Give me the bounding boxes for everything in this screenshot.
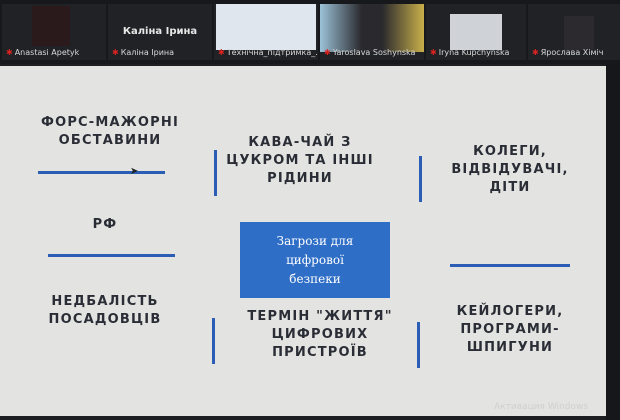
divider xyxy=(419,156,422,202)
threat-liquids: КАВА-ЧАЙ З ЦУКРОМ ТА ІНШІ РІДИНИ xyxy=(226,135,374,186)
windows-activation-watermark: Активация Windows xyxy=(494,402,588,412)
participant-video xyxy=(564,16,594,50)
threat-device-lifetime: ТЕРМІН "ЖИТТЯ" ЦИФРОВИХ ПРИСТРОЇВ xyxy=(247,309,393,360)
participant-tile[interactable]: Каліна Ірина ✱Каліна Ірина xyxy=(108,4,212,60)
threat-negligence: НЕДБАЛІСТЬ ПОСАДОВЦІВ xyxy=(48,294,162,327)
mic-icon: ✱ xyxy=(6,48,13,57)
participant-video xyxy=(450,14,502,50)
divider xyxy=(48,254,175,257)
center-topic-box: Загрози для цифрової безпеки xyxy=(240,222,390,298)
participant-name: ✱Ярослава Хіміч xyxy=(532,48,604,57)
threat-people: КОЛЕГИ, ВІДВІДУВАЧІ, ДІТИ xyxy=(451,144,569,195)
divider xyxy=(417,322,420,368)
screen-edge xyxy=(606,64,620,420)
participant-tile[interactable]: ✱Ярослава Хіміч xyxy=(528,4,620,60)
mic-muted-icon: ✱ xyxy=(430,48,437,57)
participant-name: ✱Технічна_підтримка_... xyxy=(218,48,318,57)
mic-muted-icon: ✱ xyxy=(324,48,331,57)
participant-strip: ✱Anastasi Apetyk Каліна Ірина ✱Каліна Ір… xyxy=(0,0,620,64)
divider xyxy=(212,318,215,364)
mic-muted-icon: ✱ xyxy=(218,48,225,57)
participant-tile[interactable]: ✱Iryna Kupchynska xyxy=(426,4,526,60)
participant-tile[interactable]: ✱Anastasi Apetyk xyxy=(2,4,106,60)
threat-rf: РФ xyxy=(92,217,118,232)
shared-slide: ФОРС-МАЖОРНІ ОБСТАВИНИ КАВА-ЧАЙ З ЦУКРОМ… xyxy=(0,66,606,416)
divider xyxy=(450,264,570,267)
mouse-cursor-icon: ➤ xyxy=(130,166,139,177)
participant-tile[interactable]: ✱Технічна_підтримка_... xyxy=(214,4,318,60)
divider xyxy=(38,171,165,174)
participant-tile[interactable]: ✱Yaroslava Soshynska xyxy=(320,4,424,60)
divider xyxy=(214,150,217,196)
participant-display-name: Каліна Ірина xyxy=(122,26,198,37)
participant-video xyxy=(320,4,424,52)
mic-muted-icon: ✱ xyxy=(112,48,119,57)
threat-keyloggers: КЕЙЛОГЕРИ, ПРОГРАМИ-ШПИГУНИ xyxy=(456,304,564,355)
participant-name: ✱Каліна Ірина xyxy=(112,48,175,57)
participant-name: ✱Anastasi Apetyk xyxy=(6,48,80,57)
mic-muted-icon: ✱ xyxy=(532,48,539,57)
participant-name: ✱Iryna Kupchynska xyxy=(430,48,510,57)
threat-force-majeure: ФОРС-МАЖОРНІ ОБСТАВИНИ xyxy=(40,115,179,148)
participant-name: ✱Yaroslava Soshynska xyxy=(324,48,416,57)
shared-screen-thumbnail xyxy=(216,4,316,50)
participant-video xyxy=(32,6,70,46)
